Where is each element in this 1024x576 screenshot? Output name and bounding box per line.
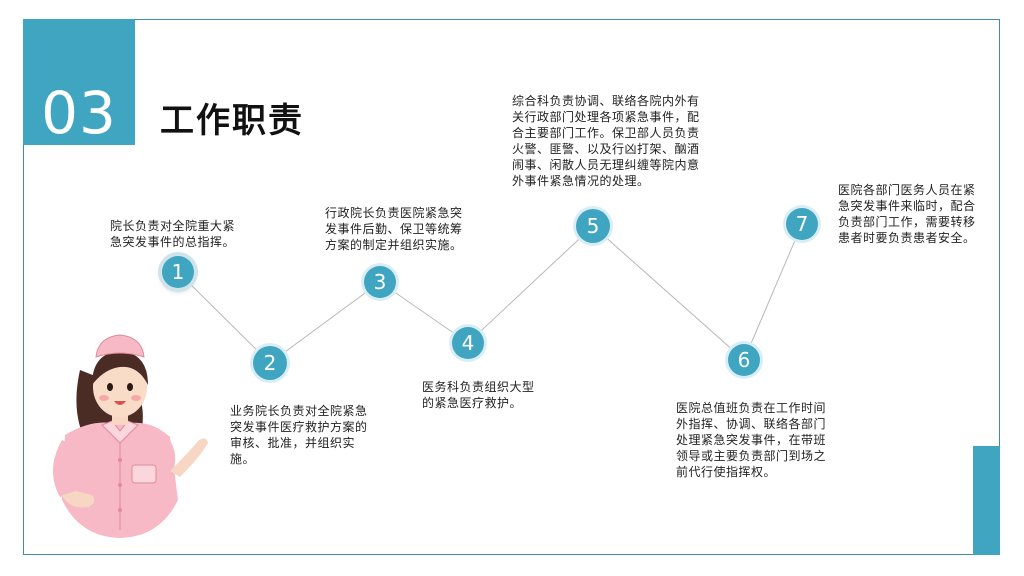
section-number: 03	[41, 79, 117, 147]
step-node-4: 4	[452, 327, 484, 359]
step-desc-2: 业务院长负责对全院紧急突发事件医疗救护方案的审核、批准，并组织实施。	[230, 404, 368, 466]
page-title: 工作职责	[160, 101, 304, 141]
step-node-2: 2	[253, 346, 287, 380]
section-number-block	[23, 19, 135, 145]
step-node-1: 1	[162, 256, 194, 288]
step-node-6: 6	[728, 344, 760, 376]
step-desc-4: 医务科负责组织大型的紧急医疗救护。	[422, 380, 535, 410]
step-node-3: 3	[364, 266, 396, 298]
step-desc-3: 行政院长负责医院紧急突发事件后勤、保卫等统筹方案的制定并组织实施。	[325, 206, 463, 252]
step-node-5: 5	[576, 209, 610, 243]
step-desc-7: 医院各部门医务人员在紧急突发事件来临时，配合负责部门工作，需要转移患者时要负责患…	[838, 183, 976, 245]
slide-frame	[23, 19, 1000, 555]
corner-accent-bar	[973, 446, 1000, 555]
step-desc-1: 院长负责对全院重大紧急突发事件的总指挥。	[110, 219, 236, 249]
step-desc-6: 医院总值班负责在工作时间外指挥、协调、联络各部门处理紧急突发事件，在带班领导或主…	[676, 401, 827, 479]
nurse-illustration	[52, 334, 208, 538]
step-node-7: 7	[786, 208, 818, 240]
step-desc-5: 综合科负责协调、联络各院内外有关行政部门处理各项紧急事件，配合主要部门工作。保卫…	[512, 94, 700, 188]
